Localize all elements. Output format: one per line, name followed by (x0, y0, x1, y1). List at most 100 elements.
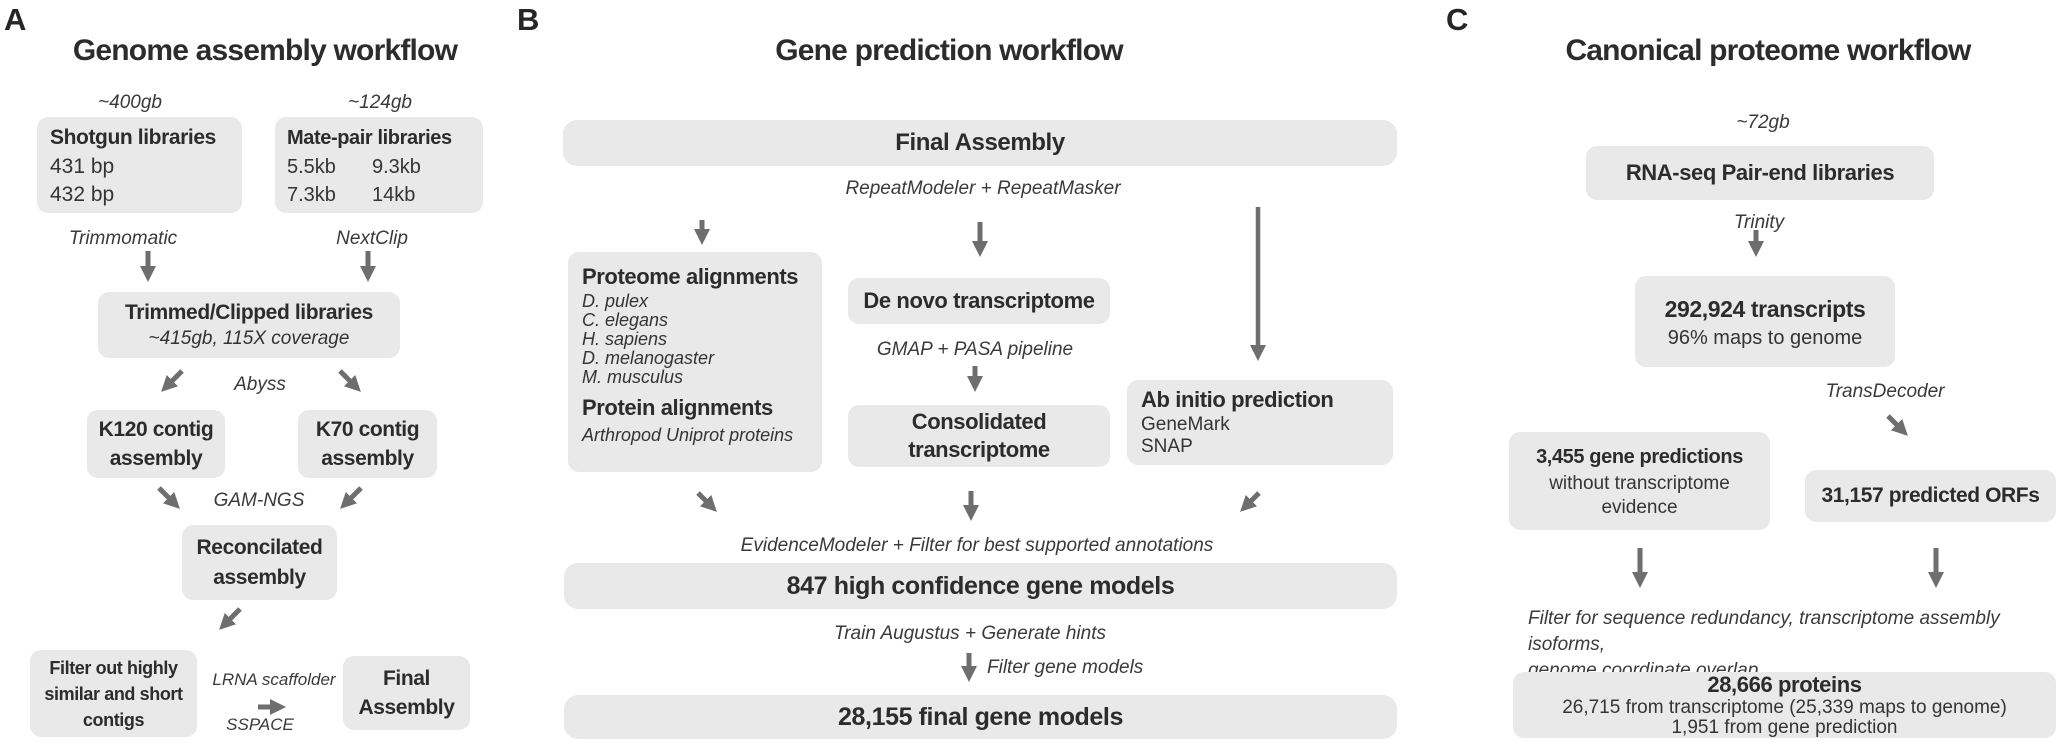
box-line: Reconcilated (196, 535, 323, 559)
transcripts-box: 292,924 transcripts 96% maps to genome (1635, 276, 1895, 367)
box-line: assembly (321, 447, 414, 470)
arrow-trimmed-to-k120 (161, 369, 184, 392)
box-title: 847 high confidence gene models (786, 571, 1175, 600)
box-line: SNAP (1141, 436, 1193, 457)
library-size: 14kb (372, 184, 416, 206)
trimmomatic-tool-label: Trimmomatic (68, 228, 178, 249)
rnaseq-size-label: ~72gb (1736, 112, 1790, 133)
box-title: Shotgun libraries (50, 126, 216, 149)
box-line: assembly (213, 565, 306, 589)
box-line: Final (382, 667, 430, 690)
box-title: Proteome alignments (582, 264, 799, 289)
rnaseq-libraries-box: RNA-seq Pair-end libraries (1586, 146, 1934, 200)
gamngs-tool-label: GAM-NGS (213, 490, 305, 511)
final-assembly-box-b: Final Assembly (563, 120, 1397, 166)
shotgun-size-label: ~400gb (98, 92, 162, 113)
shotgun-libraries-box: Shotgun libraries 431 bp 432 bp (37, 117, 242, 213)
arrow-k70-to-reconcilated (340, 486, 363, 509)
nextclip-tool-label: NextClip (336, 228, 408, 249)
gene-predictions-box: 3,455 gene predictions without transcrip… (1509, 432, 1770, 530)
box-title: Trimmed/Clipped libraries (125, 301, 373, 324)
box-title: 3,455 gene predictions (1536, 445, 1743, 468)
library-size: 9.3kb (372, 156, 421, 178)
arrow-proteome-to-evidence (696, 491, 717, 512)
box-line: assembly (109, 447, 203, 470)
box-line: without transcriptome (1549, 472, 1730, 494)
abyss-tool-label: Abyss (234, 374, 286, 395)
box-title: Ab initio prediction (1141, 387, 1334, 412)
box-line: contigs (82, 709, 145, 730)
sspace-tool-label: SSPACE (226, 715, 294, 734)
species-item: D. pulex (582, 291, 649, 311)
arrow-abinitio-to-evidence (1240, 491, 1261, 512)
train-augustus-tool-label: Train Augustus + Generate hints (834, 623, 1106, 644)
box-title: Mate-pair libraries (287, 127, 452, 149)
box-title: 28,155 final gene models (838, 702, 1123, 731)
library-size: 432 bp (50, 183, 115, 206)
matepair-size-label: ~124gb (348, 92, 412, 113)
box-line: K120 contig (98, 418, 214, 441)
library-size: 5.5kb (287, 156, 336, 178)
panel-b-letter: B (517, 2, 540, 37)
arrow-k120-to-reconcilated (157, 486, 180, 509)
repeatmodeler-tool-label: RepeatModeler + RepeatMasker (845, 178, 1121, 199)
panel-c-letter: C (1446, 2, 1469, 37)
species-item: M. musculus (582, 367, 684, 387)
species-item: C. elegans (582, 310, 669, 330)
box-title: RNA-seq Pair-end libraries (1625, 160, 1895, 185)
box-line: Assembly (358, 696, 455, 719)
box-subtitle: ~415gb, 115X coverage (148, 328, 350, 349)
k120-assembly-box: K120 contig assembly (87, 410, 225, 478)
trinity-tool-label: Trinity (1733, 212, 1785, 233)
species-item: D. melanogaster (582, 348, 715, 368)
k70-assembly-box: K70 contig assembly (298, 410, 437, 478)
species-item: H. sapiens (582, 329, 668, 349)
panel-b-title: Gene prediction workflow (775, 34, 1123, 67)
predicted-orfs-box: 31,157 predicted ORFs (1805, 470, 2056, 522)
box-line: Consolidated (911, 409, 1047, 434)
box-line: 26,715 from transcriptome (25,339 maps t… (1562, 697, 2007, 718)
box-line: 96% maps to genome (1667, 326, 1863, 349)
library-size: 431 bp (50, 155, 115, 178)
box-line: Filter out highly (49, 657, 178, 678)
panel-a-title: Genome assembly workflow (72, 34, 458, 67)
box-line: transcriptome (908, 437, 1050, 462)
arrow-transcripts-to-orfs (1886, 414, 1908, 436)
arrow-trimmed-to-k70 (338, 369, 361, 392)
library-size: 7.3kb (287, 184, 336, 206)
proteome-alignments-box: Proteome alignments D. pulex C. elegans … (568, 252, 822, 472)
final-assembly-box-a: Final Assembly (343, 656, 470, 730)
ab-initio-prediction-box: Ab initio prediction GeneMark SNAP (1127, 380, 1393, 465)
gmap-pasa-tool-label: GMAP + PASA pipeline (876, 339, 1074, 360)
arrow-reconcilated-to-filter (219, 607, 242, 630)
box-title: De novo transcriptome (863, 288, 1095, 313)
box-line: GeneMark (1141, 414, 1230, 435)
box-title: 28,666 proteins (1707, 672, 1862, 697)
trimmed-clipped-box: Trimmed/Clipped libraries ~415gb, 115X c… (98, 292, 400, 358)
filter-gene-models-label: Filter gene models (987, 657, 1144, 678)
box-line: K70 contig (315, 418, 420, 441)
box-title: Final Assembly (895, 129, 1065, 156)
library-size-row: 5.5kb 9.3kb (287, 153, 483, 181)
box-line: 1,951 from gene prediction (1671, 717, 1898, 738)
box-title: Protein alignments (582, 395, 773, 420)
box-line: evidence (1601, 496, 1678, 518)
consolidated-transcriptome-box: Consolidated transcriptome (848, 405, 1110, 467)
panel-c-title: Canonical proteome workflow (1565, 34, 1971, 67)
library-size-row: 7.3kb 14kb (287, 181, 483, 209)
reconcilated-assembly-box: Reconcilated assembly (182, 525, 337, 600)
box-title: 31,157 predicted ORFs (1821, 484, 2040, 507)
denovo-transcriptome-box: De novo transcriptome (848, 278, 1110, 324)
final-gene-models-box: 28,155 final gene models (564, 695, 1397, 739)
filter-contigs-box: Filter out highly similar and short cont… (30, 650, 197, 737)
evidencemodeler-tool-label: EvidenceModeler + Filter for best suppor… (740, 535, 1214, 556)
lrna-scaffolder-tool-label: LRNA scaffolder (212, 670, 336, 689)
matepair-libraries-box: Mate-pair libraries 5.5kb 9.3kb 7.3kb 14kb (275, 117, 483, 213)
high-confidence-models-box: 847 high confidence gene models (564, 563, 1397, 609)
transdecoder-tool-label: TransDecoder (1825, 381, 1945, 402)
proteins-box: 28,666 proteins 26,715 from transcriptom… (1513, 672, 2056, 738)
box-line: similar and short (44, 683, 183, 704)
panel-a-letter: A (4, 2, 27, 37)
note-line: Filter for sequence redundancy, transcri… (1528, 608, 2000, 655)
